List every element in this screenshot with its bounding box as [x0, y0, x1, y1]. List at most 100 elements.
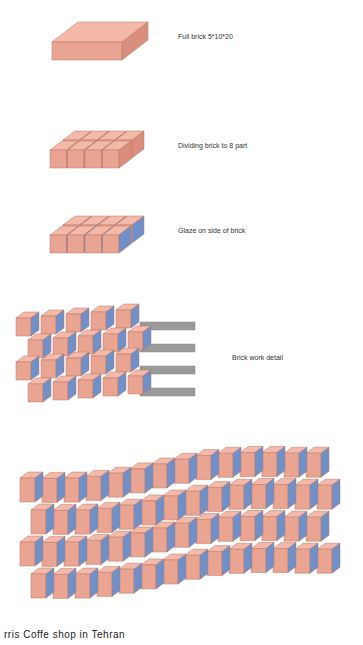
brick-front: [174, 523, 189, 547]
step-label: Brick work detail: [232, 354, 283, 362]
brick-front: [68, 235, 85, 253]
brick-front: [119, 505, 134, 529]
brick-side: [131, 348, 139, 372]
brick-front: [16, 362, 31, 380]
brick-front: [41, 316, 56, 334]
brick-side: [35, 472, 43, 502]
brick-front: [128, 332, 143, 350]
brick-side: [106, 350, 114, 374]
brick-side: [134, 563, 142, 593]
brick-side: [145, 527, 153, 557]
brick-front: [103, 378, 118, 396]
step-label: Glaze on side of brick: [178, 227, 245, 235]
brick-side: [167, 522, 175, 552]
brick-side: [101, 470, 109, 500]
brick-front: [66, 314, 81, 332]
brick-front: [163, 496, 178, 520]
brick-front: [185, 491, 200, 515]
brick-front: [42, 478, 57, 502]
brick-front: [174, 459, 189, 483]
brick-side: [68, 568, 76, 598]
brick-side: [56, 310, 64, 334]
brick-front: [91, 356, 106, 374]
brick-side: [255, 511, 263, 541]
brick-side: [56, 354, 64, 378]
brick-front: [108, 537, 123, 561]
brick-side: [321, 447, 329, 477]
brick-side: [123, 531, 131, 561]
brick-front: [53, 338, 68, 356]
brick-front: [130, 469, 145, 493]
brick-side: [310, 543, 318, 573]
brick-front: [196, 520, 211, 544]
brick-side: [156, 495, 164, 525]
brick-front: [91, 312, 106, 330]
brick-side: [200, 549, 208, 579]
brick-front: [53, 382, 68, 400]
brick-side: [46, 504, 54, 534]
brick-front: [207, 552, 222, 576]
brick-side: [31, 312, 39, 336]
brick-side: [288, 479, 296, 509]
brick-side: [143, 370, 151, 394]
brick-front: [64, 542, 79, 566]
brick-side: [79, 472, 87, 502]
brick-front: [240, 517, 255, 541]
brick-side: [134, 499, 142, 529]
brick-front: [75, 510, 90, 534]
brick-side: [122, 22, 148, 60]
brick-side: [222, 482, 230, 512]
brick-side: [35, 536, 43, 566]
brick-front: [28, 340, 43, 358]
brick-front: [85, 235, 102, 253]
brick-front: [229, 485, 244, 509]
brick-side: [266, 479, 274, 509]
brick-front: [103, 150, 120, 168]
brick-front: [66, 358, 81, 376]
brick-side: [101, 534, 109, 564]
brick-front: [229, 549, 244, 573]
brick-front: [50, 235, 67, 253]
brick-front: [251, 549, 266, 573]
brick-front: [78, 380, 93, 398]
brick-side: [310, 479, 318, 509]
brick-front: [86, 476, 101, 500]
brick-side: [299, 447, 307, 477]
brick-side: [57, 536, 65, 566]
brick-side: [131, 304, 139, 328]
brick-front: [141, 501, 156, 525]
brick-side: [244, 479, 252, 509]
brick-front: [31, 574, 46, 598]
brick-side: [244, 543, 252, 573]
brick-front: [284, 453, 299, 477]
brick-side: [31, 356, 39, 380]
brick-side: [299, 511, 307, 541]
brick-side: [112, 502, 120, 532]
brick-front: [262, 453, 277, 477]
brick-front: [97, 508, 112, 532]
brick-side: [211, 450, 219, 480]
brick-front: [119, 569, 134, 593]
brick-front: [16, 318, 31, 336]
brick-front: [97, 572, 112, 596]
brick-side: [43, 378, 51, 402]
brick-front: [185, 555, 200, 579]
brick-front: [52, 42, 122, 60]
caption: rris Coffe shop in Tehran: [4, 629, 125, 640]
brick-side: [93, 374, 101, 398]
brick-front: [53, 510, 68, 534]
brick-front: [141, 565, 156, 589]
brick-front: [31, 510, 46, 534]
brick-front: [50, 150, 67, 168]
brick-side: [266, 543, 274, 573]
brick-front: [20, 542, 35, 566]
brick-front: [218, 517, 233, 541]
brick-front: [306, 517, 321, 541]
brick-side: [156, 559, 164, 589]
brick-front: [317, 549, 332, 573]
brick-side: [277, 511, 285, 541]
brick-front: [130, 533, 145, 557]
brick-front: [42, 542, 57, 566]
brick-front: [284, 517, 299, 541]
brick-side: [132, 216, 144, 243]
